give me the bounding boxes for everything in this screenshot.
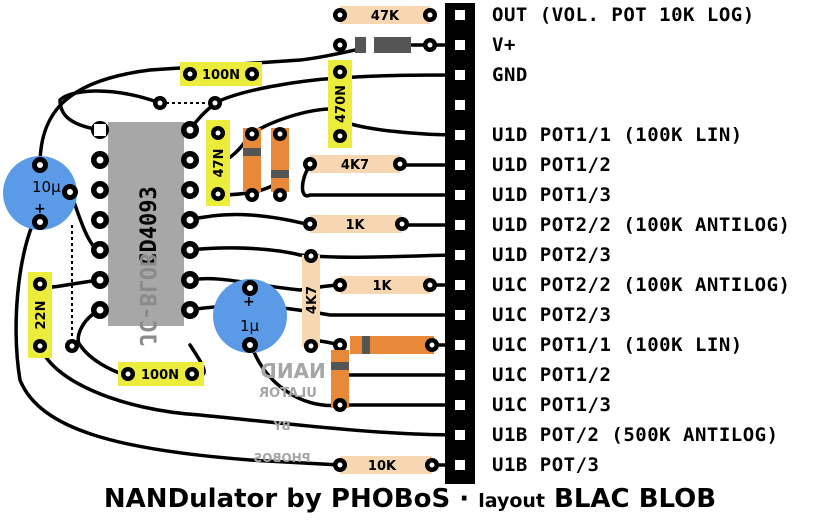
- ic-mirror-label: JC-BLOB: [134, 254, 159, 347]
- resistor-4k7-top: 4K7: [303, 155, 407, 173]
- header-label: U1D POT2/3: [492, 244, 612, 266]
- header-label: U1C POT2/3: [492, 304, 612, 326]
- header-label: U1D POT1/2: [492, 154, 612, 176]
- footer-part1: NANDulator by PHOBoS: [103, 484, 451, 514]
- r-10k-label: 10K: [368, 459, 397, 474]
- silkscreen: NAND ULATOR BY PHOBOS: [253, 359, 325, 465]
- r-1k-top-label: 1K: [345, 218, 365, 233]
- header-pin: [455, 310, 465, 320]
- wires: [14, 43, 462, 467]
- footer-title: NANDulator by PHOBoS · layout BLAC BLOB: [0, 484, 820, 514]
- footer-sep: ·: [450, 484, 479, 514]
- r-1k-bottom-label: 1K: [372, 279, 392, 294]
- header-pin: [455, 280, 465, 290]
- resistor-1k-bottom: 1K: [333, 276, 437, 294]
- header-label: U1B POT/2 (500K ANTILOG): [492, 424, 779, 446]
- footer-part2: layout: [478, 490, 545, 512]
- header-pin: [455, 430, 465, 440]
- cap-22n: 22N: [28, 272, 52, 358]
- header-pin: [455, 220, 465, 230]
- r-47k-label: 47K: [371, 9, 400, 24]
- cap-47n-label: 47N: [212, 149, 227, 178]
- header-pin: [455, 160, 465, 170]
- resistor-10k: 10K: [333, 456, 439, 474]
- header-label: U1C POT1/3: [492, 394, 612, 416]
- cap-10u-label: 10µ: [32, 178, 61, 196]
- cap-10u-plus: +: [34, 201, 46, 217]
- silk-line3: BY: [273, 419, 290, 433]
- header-pin: [455, 400, 465, 410]
- cap-100n-bottom-label: 100N: [141, 368, 179, 383]
- header-label: GND: [492, 64, 528, 86]
- resistor-47k: 47K: [333, 6, 437, 24]
- orange-component-left: [243, 127, 261, 202]
- r-4k7-top-label: 4K7: [341, 158, 369, 173]
- cap-22n-label: 22N: [34, 301, 49, 330]
- cap-1u-plus: +: [243, 294, 255, 310]
- cap-47n: 47N: [206, 120, 230, 206]
- orange-component-vertical: [331, 350, 349, 412]
- header-pin: [455, 130, 465, 140]
- header-label: U1B POT/3: [492, 454, 600, 476]
- ic-cd4093: CD4093 JC-BLOB: [108, 122, 184, 346]
- header-pin: [455, 70, 465, 80]
- footer-part3: BLAC BLOB: [545, 484, 717, 514]
- cap-100n-bottom: 100N: [118, 362, 204, 386]
- header-pin: [455, 40, 465, 50]
- header-pins: [455, 10, 465, 470]
- cap-470n: 470N: [328, 60, 352, 148]
- cap-1u-label: 1µ: [240, 317, 260, 335]
- cap-100n-top-label: 100N: [202, 68, 240, 83]
- header-label: U1D POT1/1 (100K LIN): [492, 124, 743, 146]
- ic-pin-holes: [94, 124, 194, 314]
- silk-line2: ULATOR: [259, 386, 317, 401]
- silk-line1: NAND: [260, 359, 326, 383]
- cap-470n-label: 470N: [334, 85, 349, 123]
- loose-pads: [65, 96, 222, 353]
- header-label: U1D POT2/2 (100K ANTILOG): [492, 214, 791, 236]
- header-pin: [455, 10, 465, 20]
- header-label: V+: [492, 34, 516, 56]
- capacitor-1u: + 1µ: [213, 279, 287, 353]
- silk-line4: PHOBOS: [253, 451, 310, 465]
- diode: [333, 37, 437, 53]
- header-pin: [455, 340, 465, 350]
- header-label: U1C POT1/2: [492, 364, 612, 386]
- header-label: U1D POT1/3: [492, 184, 612, 206]
- header-label: OUT (VOL. POT 10K LOG): [492, 4, 755, 26]
- capacitor-10u: 10µ +: [3, 156, 78, 230]
- resistor-1k-top: 1K: [303, 215, 409, 233]
- header-pin: [455, 190, 465, 200]
- orange-component-right: [271, 127, 289, 202]
- header-label: U1C POT1/1 (100K LIN): [492, 334, 743, 356]
- orange-component-horizontal: [333, 336, 439, 354]
- r-4k7-vertical-label: 4K7: [305, 286, 320, 314]
- header-pin: [455, 100, 465, 110]
- ic-label: CD4093: [137, 186, 162, 265]
- resistor-4k7-vertical: 4K7: [302, 249, 320, 353]
- header-pin: [455, 370, 465, 380]
- header-pin: [455, 250, 465, 260]
- cap-100n-top: 100N: [180, 62, 262, 86]
- header-label: U1C POT2/2 (100K ANTILOG): [492, 274, 791, 296]
- header-pin: [455, 460, 465, 470]
